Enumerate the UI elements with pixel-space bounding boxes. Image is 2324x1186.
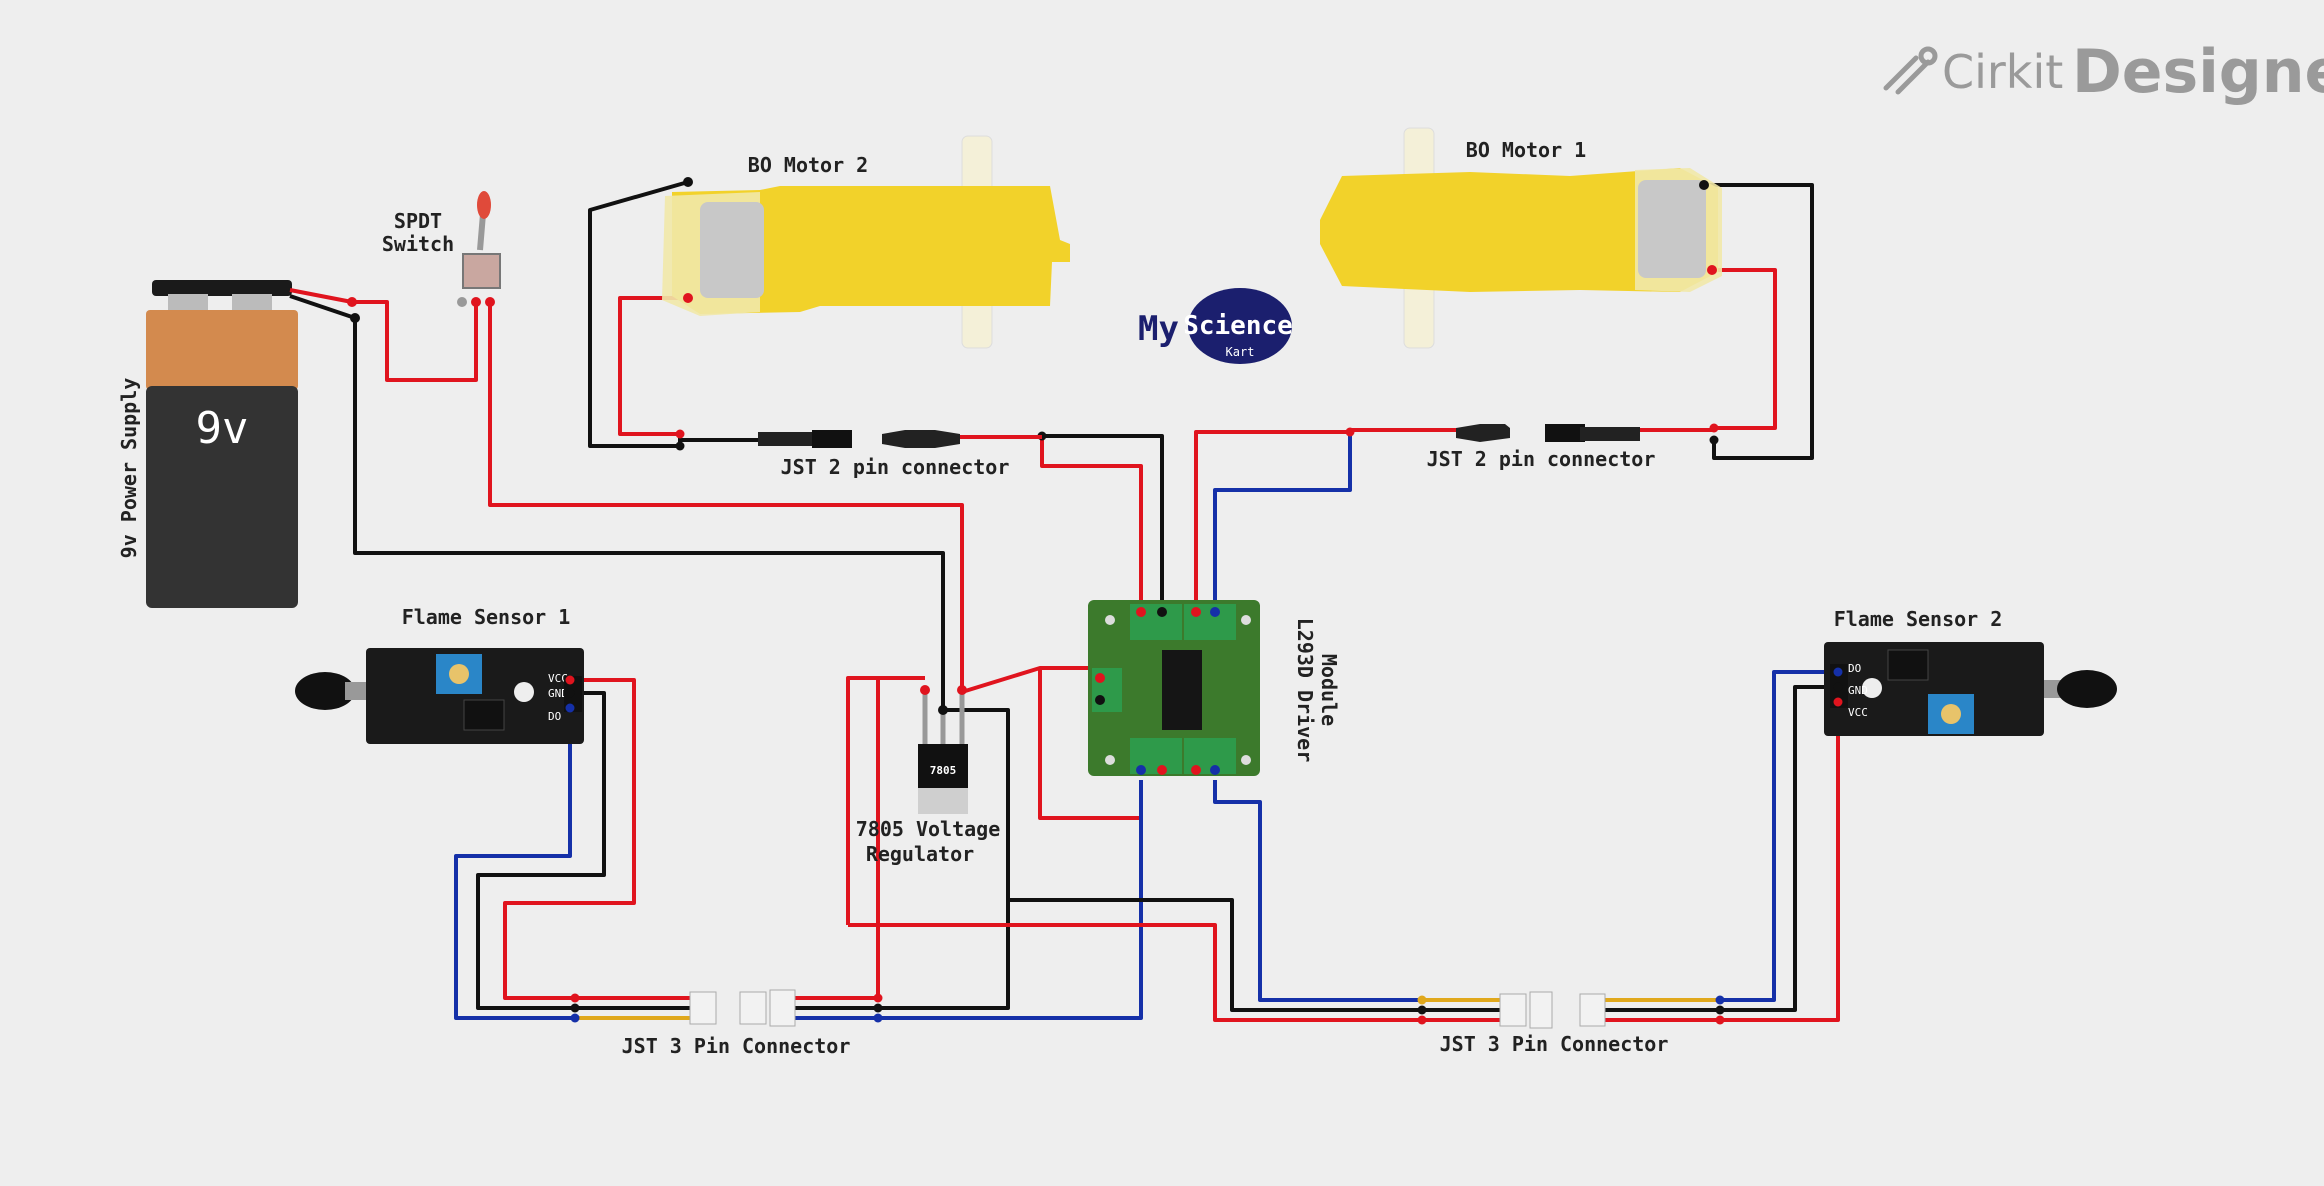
regulator-7805[interactable]: 7805 xyxy=(918,685,968,814)
flame1-pin-vcc: VCC xyxy=(548,672,568,685)
wire-flame2-do xyxy=(1720,670,1838,1002)
regulator-label-line2: Regulator xyxy=(866,842,974,866)
cirkit-designer-logo: Cirkit Designer xyxy=(1883,37,2324,107)
motor1-label: BO Motor 1 xyxy=(1466,138,1586,162)
wire-battery-to-switch xyxy=(352,300,478,382)
driver-label-line2: Module xyxy=(1317,654,1341,726)
jst2-connector-right[interactable]: JST 2 pin connector xyxy=(1350,424,1714,471)
flame2-pin-gnd: GND xyxy=(1848,684,1868,697)
wire-motor1-red xyxy=(1712,268,1777,430)
wire-jst3-left-out-blue xyxy=(795,780,1143,1020)
l293d-driver-module[interactable] xyxy=(1088,600,1260,776)
wire-flame1-vcc xyxy=(503,678,636,1000)
driver-label-line1: L293D Driver xyxy=(1293,618,1317,763)
jst3-right-label: JST 3 Pin Connector xyxy=(1440,1032,1669,1056)
jst3-connector-right[interactable]: JST 3 Pin Connector xyxy=(1440,991,1669,1056)
spdt-switch[interactable]: SPDT Switch xyxy=(382,191,501,307)
wire-motor2-red xyxy=(618,296,688,436)
wire-jst2-left-to-driver-red xyxy=(1040,436,1143,612)
jst2-connector-left[interactable]: JST 2 pin connector xyxy=(758,430,1042,479)
flame-sensor-2[interactable]: Flame Sensor 2 DO GND VCC xyxy=(1824,607,2117,736)
watermark-line2: Science xyxy=(1183,311,1293,341)
wire-flame2-vcc xyxy=(1720,702,1840,1022)
wire-driver-to-jst3-right-black xyxy=(1008,898,1422,1012)
regulator-chip-text: 7805 xyxy=(930,764,957,777)
battery-9v[interactable]: 9v xyxy=(146,280,360,608)
switch-label-line1: SPDT xyxy=(394,209,442,233)
jst3-left-label: JST 3 Pin Connector xyxy=(622,1034,851,1058)
bo-motor-1[interactable]: BO Motor 1 xyxy=(1320,127,1722,349)
mysciencekart-watermark: My Science Kart xyxy=(1138,288,1293,364)
switch-label-line2: Switch xyxy=(382,232,454,256)
jst2-right-label: JST 2 pin connector xyxy=(1427,447,1656,471)
bo-motor-2[interactable]: BO Motor 2 xyxy=(662,135,1070,349)
wire-motor1-black xyxy=(1704,183,1814,460)
battery-label: 9v Power Supply xyxy=(117,378,141,559)
wire-flame1-do xyxy=(454,708,575,1020)
flame1-pin-gnd: GND xyxy=(548,687,568,700)
wire-regulator-ground xyxy=(943,708,1010,900)
wire-flame1-gnd xyxy=(476,691,606,1010)
flame1-pin-do: DO xyxy=(548,710,561,723)
wire-regulator-to-driver-red xyxy=(961,666,1095,694)
jst3-connector-left[interactable]: JST 3 Pin Connector xyxy=(622,989,851,1058)
brand-name-designer: Designer xyxy=(2072,37,2324,107)
wire-driver-to-jst3-right-red xyxy=(848,923,1422,1022)
flame1-label: Flame Sensor 1 xyxy=(402,605,571,629)
wire-jst2-right-to-driver-red xyxy=(1194,430,1350,612)
regulator-label-line1: 7805 Voltage xyxy=(856,817,1001,841)
jst2-left-label: JST 2 pin connector xyxy=(781,455,1010,479)
battery-face-text: 9v xyxy=(196,403,249,454)
wire-regulator-loop-red xyxy=(846,676,925,925)
wire-jst3-left-out-black xyxy=(795,900,1010,1010)
wire-battery-ground xyxy=(353,318,945,710)
flame-sensor-1[interactable]: Flame Sensor 1 VCC GND DO xyxy=(295,605,584,744)
wire-switch-to-regulator xyxy=(488,302,964,690)
wires xyxy=(352,180,1840,1022)
watermark-line3: Kart xyxy=(1226,345,1255,359)
watermark-line1: My xyxy=(1138,309,1179,349)
motor2-label: BO Motor 2 xyxy=(748,153,868,177)
flame2-pin-do: DO xyxy=(1848,662,1861,675)
flame2-pin-vcc: VCC xyxy=(1848,706,1868,719)
brand-name-cirkit: Cirkit xyxy=(1942,45,2063,99)
cirkit-logo-icon xyxy=(1883,46,1938,95)
wire-flame2-gnd xyxy=(1720,685,1838,1012)
wire-jst2-right-to-driver-blue xyxy=(1213,432,1352,612)
flame2-label: Flame Sensor 2 xyxy=(1834,607,2003,631)
wire-jst2-left-to-driver-black xyxy=(1042,434,1164,612)
wire-driver-to-jst3-right-blue xyxy=(1213,780,1422,1002)
